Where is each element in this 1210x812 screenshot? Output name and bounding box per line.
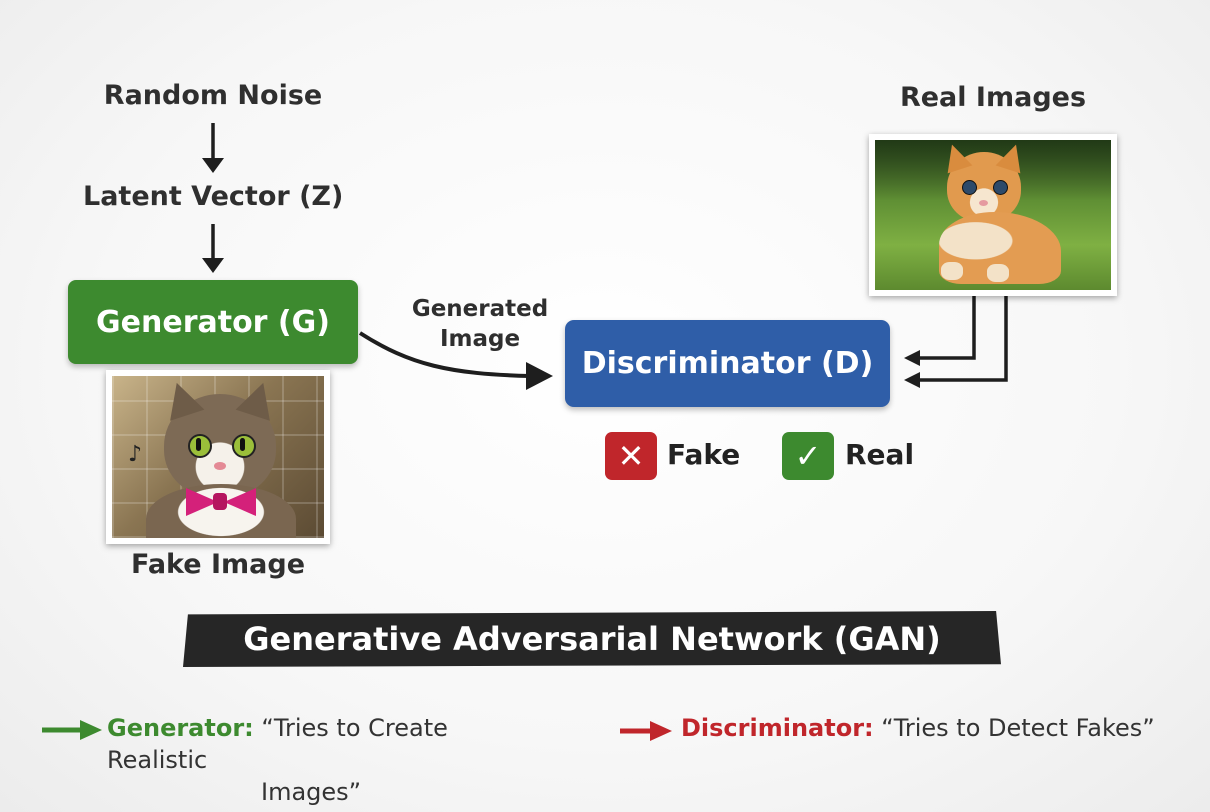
- arrow-generator-to-discriminator: [358, 331, 531, 378]
- fake-image-photo: ♪: [106, 370, 330, 544]
- arrow-real-to-discriminator-1: [915, 295, 976, 360]
- arrow-real-to-discriminator-2: [915, 295, 1008, 382]
- gan-title-banner: Generative Adversarial Network (GAN): [183, 611, 1001, 667]
- discriminator-box: Discriminator (D): [565, 320, 890, 407]
- legend-generator-quote-line2: Images”: [261, 778, 362, 806]
- gan-title: Generative Adversarial Network (GAN): [243, 620, 941, 658]
- discriminator-box-label: Discriminator (D): [581, 346, 874, 381]
- fake-badge-icon: ✕: [605, 432, 657, 480]
- legend-generator: Generator: “Tries to Create Realistic Im…: [107, 712, 547, 808]
- random-noise-label: Random Noise: [103, 80, 323, 111]
- generated-image-label: Generated Image: [400, 294, 560, 354]
- legend-discriminator-term: Discriminator: [681, 714, 865, 742]
- generated-image-label-line2: Image: [439, 326, 521, 352]
- latent-vector-label: Latent Vector (Z): [83, 181, 344, 212]
- legend-discriminator-quote: “Tries to Detect Fakes”: [881, 714, 1155, 742]
- real-images-label: Real Images: [899, 82, 1087, 113]
- legend-discriminator-colon: :: [864, 714, 874, 742]
- generated-image-label-line1: Generated: [411, 296, 549, 322]
- fake-image-label: Fake Image: [130, 549, 306, 580]
- check-icon: ✓: [794, 437, 822, 475]
- real-image-photo: [869, 134, 1117, 296]
- legend-discriminator: Discriminator: “Tries to Detect Fakes”: [681, 712, 1161, 744]
- legend-generator-term: Generator: [107, 714, 245, 742]
- x-icon: ✕: [617, 437, 645, 475]
- real-output-label: Real: [845, 438, 915, 471]
- legend-generator-quote-line1: “Tries to Create Realistic: [107, 714, 448, 774]
- real-badge-icon: ✓: [782, 432, 834, 480]
- legend-generator-colon: :: [244, 714, 254, 742]
- generator-box-label: Generator (G): [96, 304, 330, 340]
- generator-box: Generator (G): [68, 280, 358, 364]
- fake-output-label: Fake: [667, 438, 741, 471]
